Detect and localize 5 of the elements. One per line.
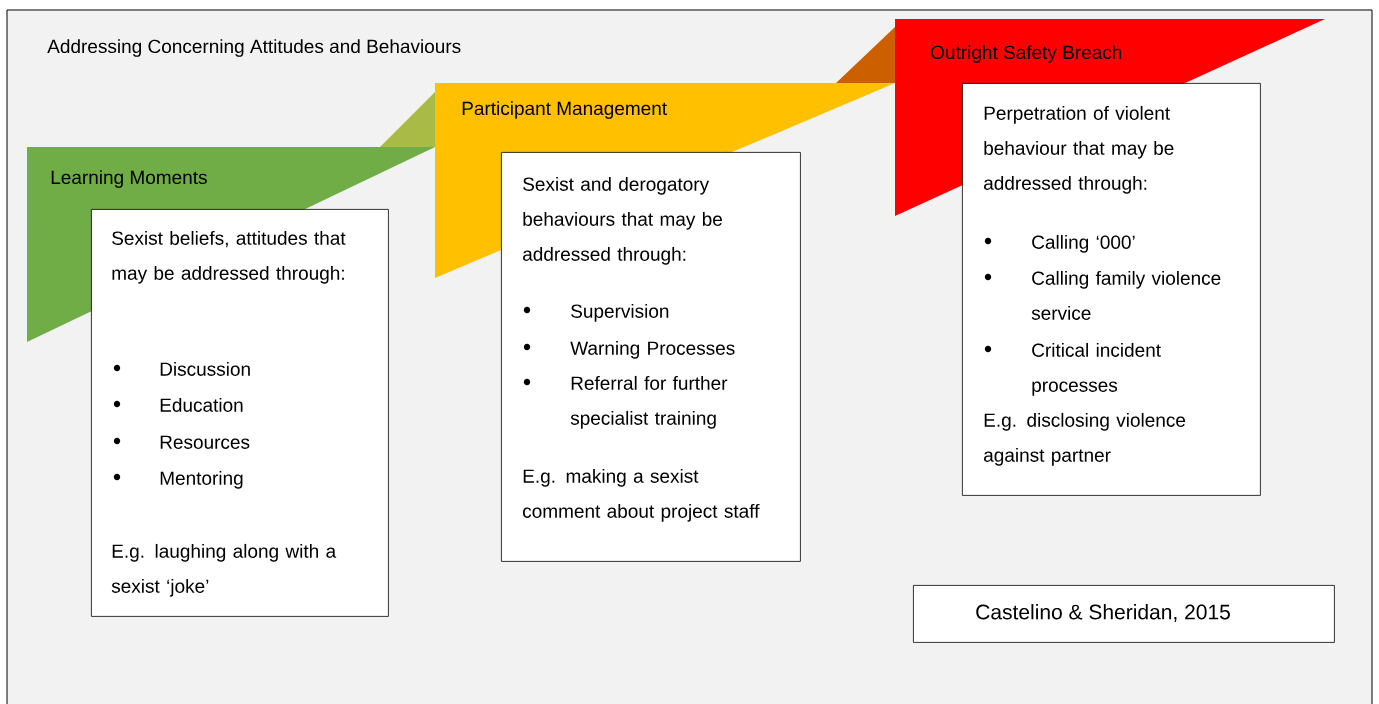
text-box: Perpetration of violent behaviour that may be addressed through: Calling ‘000’ Calling family violence service Critical incident processes E.g. disclosing violence against partner bbox=[962, 83, 1261, 496]
text-box: Sexist beliefs, attitudes that may be addressed through: Discussion Education Resources Mentoring E.g. laughing along with a sexist ‘joke’ bbox=[91, 209, 389, 617]
diagram-title: Addressing Concerning Attitudes and Behaviours bbox=[47, 39, 461, 57]
citation-box: Castelino & Sheridan, 2015 bbox=[913, 585, 1335, 643]
text-box: Sexist and derogatory behaviours that may be addressed through: Supervision Warning Processes Referral for further specialist training E.g. making a sexist comment about project staff bbox=[501, 152, 801, 562]
